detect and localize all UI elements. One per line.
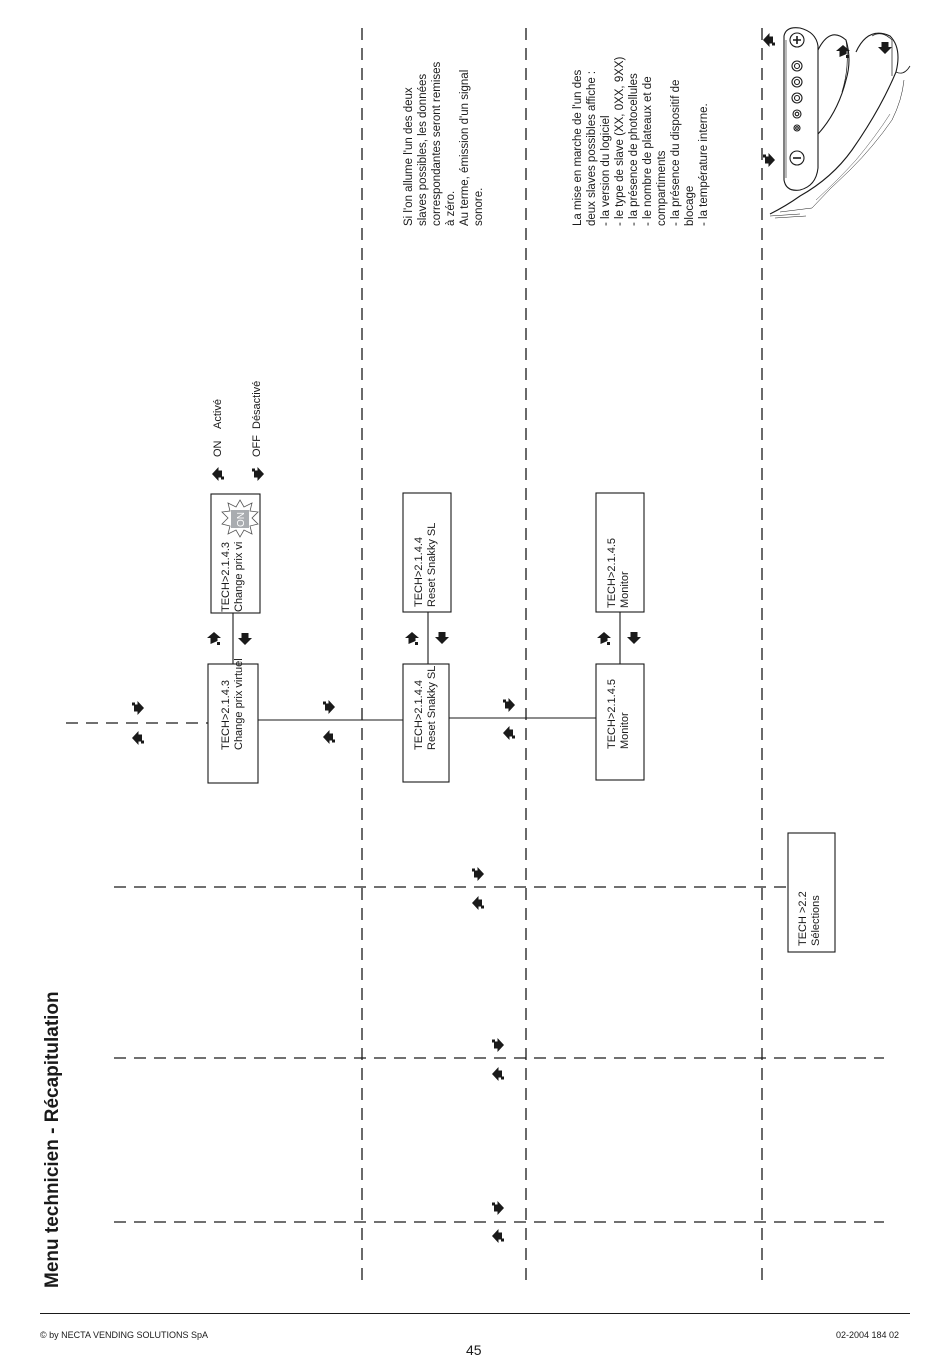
note-reset: Si l'on allume l'un des deux slaves poss… xyxy=(403,61,485,226)
on-badge: ON xyxy=(221,499,259,538)
note-monitor-line: - la température interne. xyxy=(698,103,710,226)
box-reset-sub-code: TECH>2.1.4.4 xyxy=(413,537,425,607)
note-reset-line: à zéro. xyxy=(445,191,457,226)
box-monitor-label: Monitor xyxy=(619,712,631,749)
arrow-right-icon xyxy=(763,153,775,167)
arrow-down-icon xyxy=(435,632,449,644)
arrow-left-icon xyxy=(763,33,775,47)
note-monitor-line: - la version du logiciel xyxy=(600,115,612,226)
note-monitor-line: - la présence du dispositif de xyxy=(670,80,682,226)
note-reset-line: sonore. xyxy=(473,188,485,226)
note-monitor-line: blocage xyxy=(684,186,696,226)
footer-rule xyxy=(40,1313,910,1314)
note-reset-line: slaves possibles, les données xyxy=(417,74,429,226)
option-on-label: Activé xyxy=(212,399,224,429)
arrow-left-icon xyxy=(492,1067,504,1081)
box-change-prix-label: Change prix virtuel xyxy=(233,658,245,750)
box-reset-label: Reset Snakky SL xyxy=(426,666,438,750)
note-monitor-line: compartiments xyxy=(656,150,668,226)
box-selections-code: TECH >2.2 xyxy=(797,891,809,946)
note-monitor-line: deux slaves possibles affiche : xyxy=(586,71,598,226)
option-off-label: Désactivé xyxy=(251,381,263,429)
note-reset-line: correspondantes seront remises xyxy=(431,61,443,226)
arrow-down-icon xyxy=(238,633,252,645)
footer-doc-code: 02-2004 184 02 xyxy=(836,1330,900,1340)
note-monitor: La mise en marche de l'un des deux slave… xyxy=(572,56,710,226)
arrow-left-icon xyxy=(503,726,515,740)
footer-copyright: © by NECTA VENDING SOLUTIONS SpA xyxy=(40,1330,209,1340)
note-monitor-line: - le type de slave (XX, 0XX, 9XX) xyxy=(614,56,626,226)
box-reset-snakky-sub xyxy=(402,492,452,613)
arrow-right-icon xyxy=(472,867,484,881)
page-title: Menu technicien - Récapitulation xyxy=(42,991,63,1288)
note-monitor-line: - la présence de photocellules xyxy=(628,73,640,226)
box-change-prix-virtuel xyxy=(207,663,259,784)
arrow-right-icon xyxy=(132,701,144,715)
arrow-right-icon xyxy=(252,467,264,481)
arrow-down-icon xyxy=(627,632,641,644)
box-change-prix-code: TECH>2.1.4.3 xyxy=(220,680,232,750)
box-monitor-sub xyxy=(595,492,645,613)
arrow-up-bent-icon xyxy=(405,632,419,645)
arrow-up-bent-icon xyxy=(597,632,611,645)
arrow-left-icon xyxy=(132,731,144,745)
arrow-right-icon xyxy=(323,700,335,714)
note-reset-line: Au terme, émission d'un signal xyxy=(459,70,471,226)
box-change-prix-sub-label: Change prix vi xyxy=(233,542,245,612)
option-on-code: ON xyxy=(212,440,224,457)
note-monitor-line: - le nombre de plateaux et de xyxy=(642,76,654,226)
box-selections-label: Sélections xyxy=(810,895,822,946)
box-reset-code: TECH>2.1.4.4 xyxy=(413,680,425,750)
keypad-finger-arrows xyxy=(836,42,892,58)
arrow-right-icon xyxy=(503,698,515,712)
page-number: 45 xyxy=(466,1342,482,1358)
arrow-left-icon xyxy=(323,730,335,744)
keypad-illustration xyxy=(769,27,911,219)
option-off-code: OFF xyxy=(251,435,263,457)
box-change-prix-sub-code: TECH>2.1.4.3 xyxy=(220,542,232,612)
arrow-up-bent-icon xyxy=(207,632,221,645)
arrow-left-icon xyxy=(472,896,484,910)
box-monitor-code: TECH>2.1.4.5 xyxy=(606,679,618,749)
box-monitor-sub-label: Monitor xyxy=(619,571,631,608)
box-reset-snakky xyxy=(402,663,450,783)
box-reset-sub-label: Reset Snakky SL xyxy=(426,523,438,607)
arrow-left-icon xyxy=(492,1229,504,1243)
note-reset-line: Si l'on allume l'un des deux xyxy=(403,87,415,226)
on-badge-text: ON xyxy=(236,512,247,527)
box-monitor xyxy=(595,663,645,781)
note-monitor-line: La mise en marche de l'un des xyxy=(572,69,584,226)
box-monitor-sub-code: TECH>2.1.4.5 xyxy=(606,538,618,608)
arrow-right-icon xyxy=(492,1038,504,1052)
box-selections xyxy=(787,832,836,953)
arrow-left-icon xyxy=(212,467,224,481)
arrow-right-icon xyxy=(492,1201,504,1215)
